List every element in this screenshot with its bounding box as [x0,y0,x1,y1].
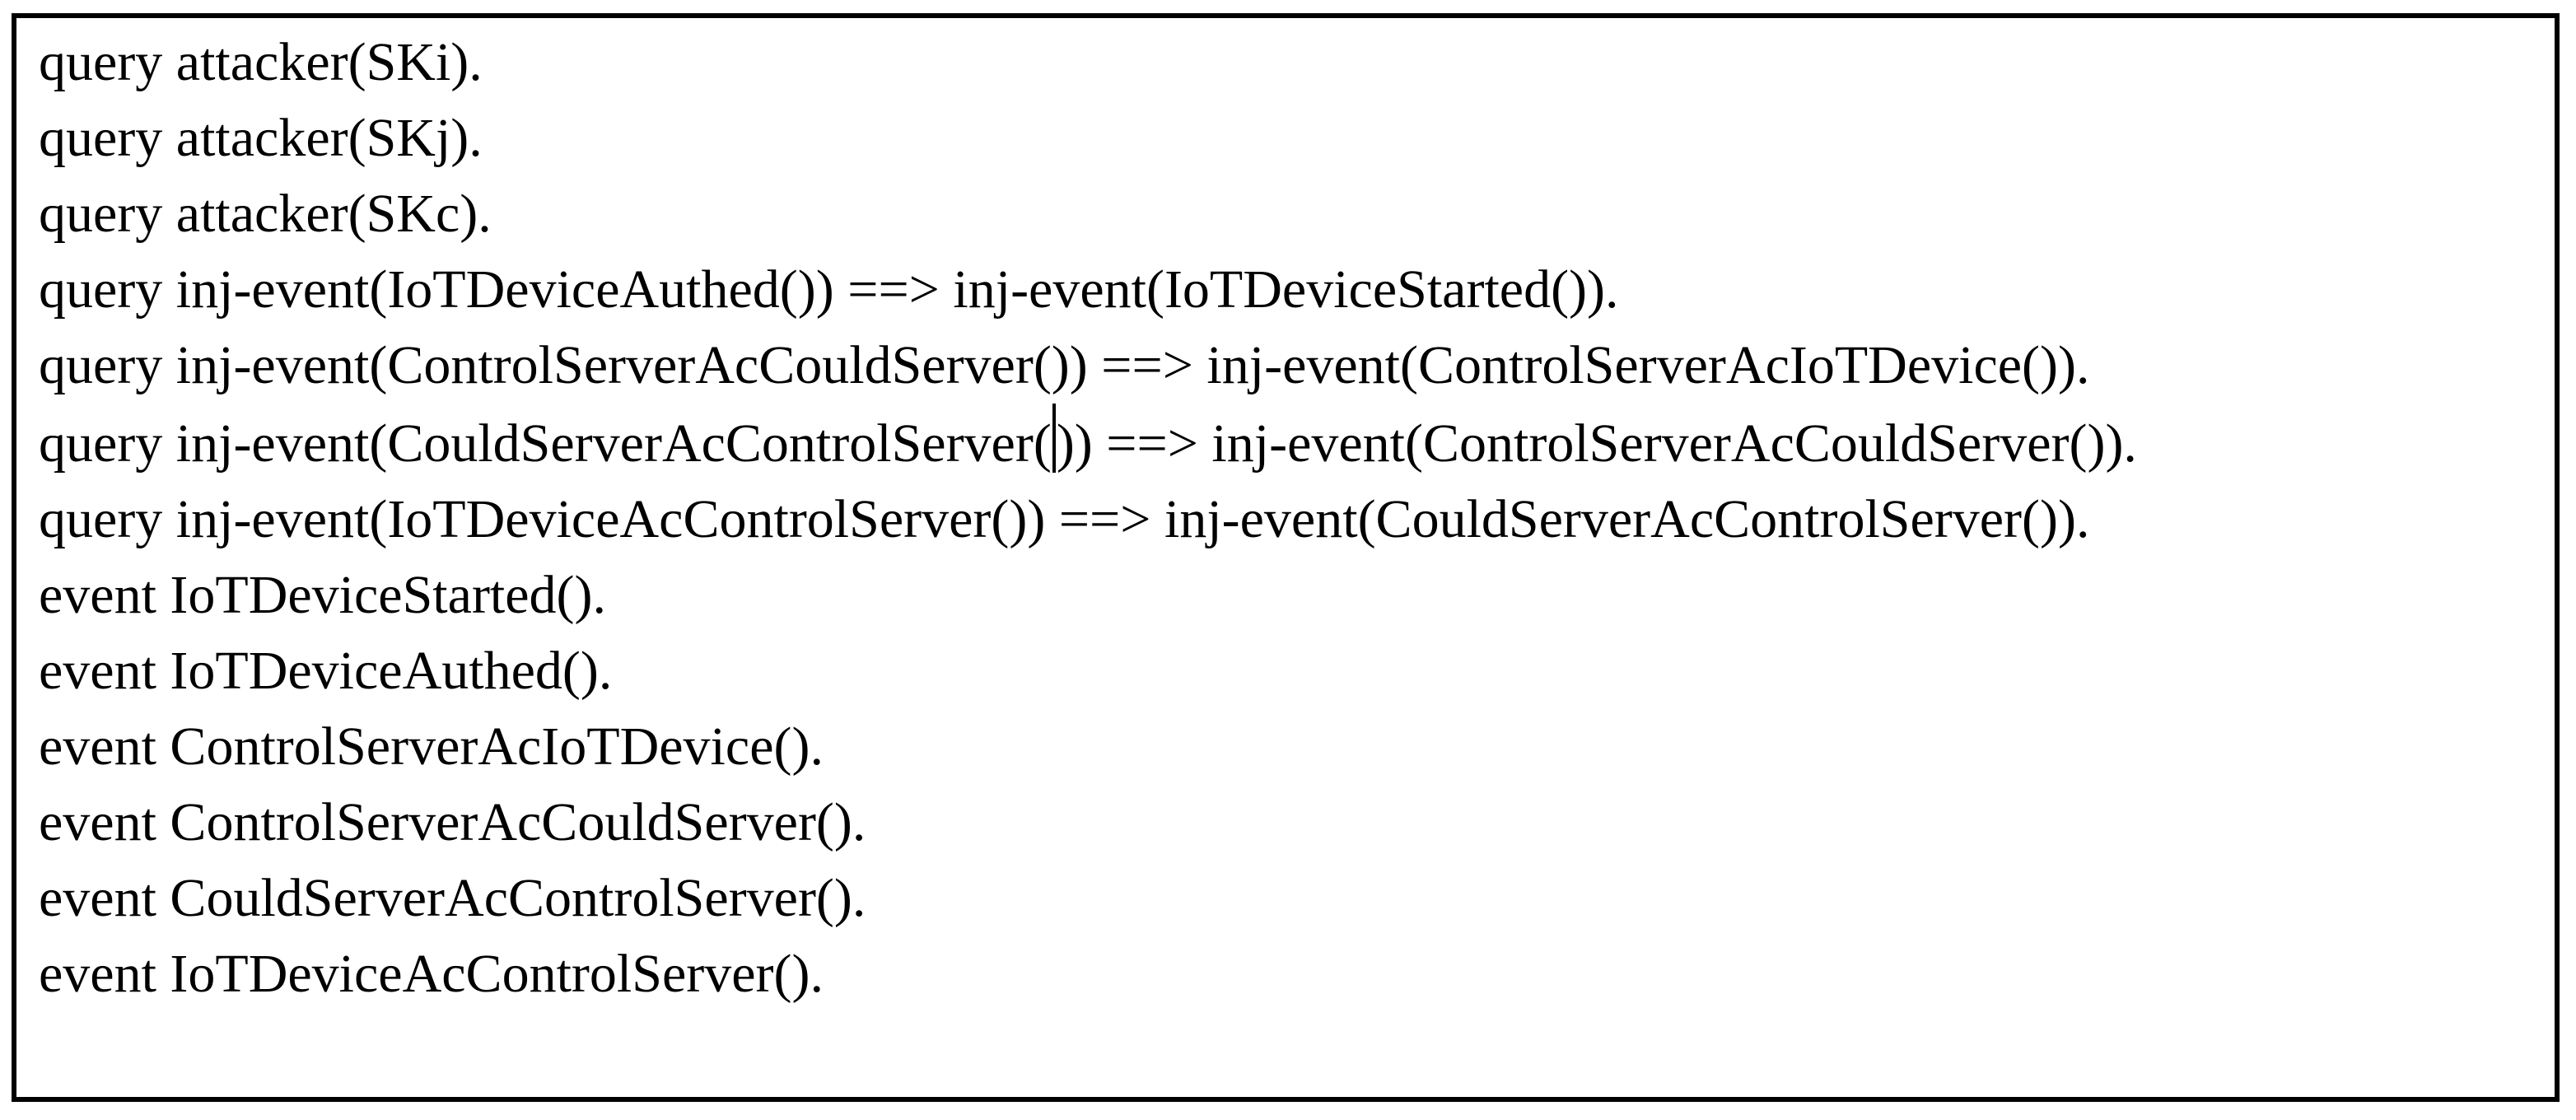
code-line-event-controlserver-ac-iotdevice: event ControlServerAcIoTDevice(). [39,716,824,777]
code-line-event-iotdevice-authed: event IoTDeviceAuthed(). [39,641,613,701]
code-text-after-caret: )) ==> inj-event(ControlServerAcCouldSer… [1056,413,2137,474]
code-line-query-iotdevice-authed: query inj-event(IoTDeviceAuthed()) ==> i… [39,259,1619,320]
code-line-event-iotdevice-started: event IoTDeviceStarted(). [39,565,607,625]
code-text-area[interactable]: query attacker(SKi). query attacker(SKj)… [12,13,2560,1102]
code-line-event-couldserver-ac-controlserver: event CouldServerAcControlServer(). [39,868,866,928]
code-line-event-iotdevice-ac-controlserver: event IoTDeviceAcControlServer(). [39,944,824,1004]
code-line-query-attacker-ski: query attacker(SKi). [39,32,483,92]
code-text-before-caret: query inj-event(CouldServerAcControlServ… [39,413,1052,474]
code-line-query-iotdevice-ac-controlserver: query inj-event(IoTDeviceAcControlServer… [39,489,2090,549]
code-line-event-controlserver-ac-couldserver: event ControlServerAcCouldServer(). [39,792,866,852]
code-line-query-attacker-skc: query attacker(SKc). [39,184,492,244]
code-line-query-couldserver-ac-controlserver: query inj-event(CouldServerAcControlServ… [39,404,2546,482]
text-caret [1052,404,1056,473]
code-line-query-attacker-skj: query attacker(SKj). [39,108,483,168]
code-line-query-controlserver-ac-couldserver: query inj-event(ControlServerAcCouldServ… [39,335,2090,395]
